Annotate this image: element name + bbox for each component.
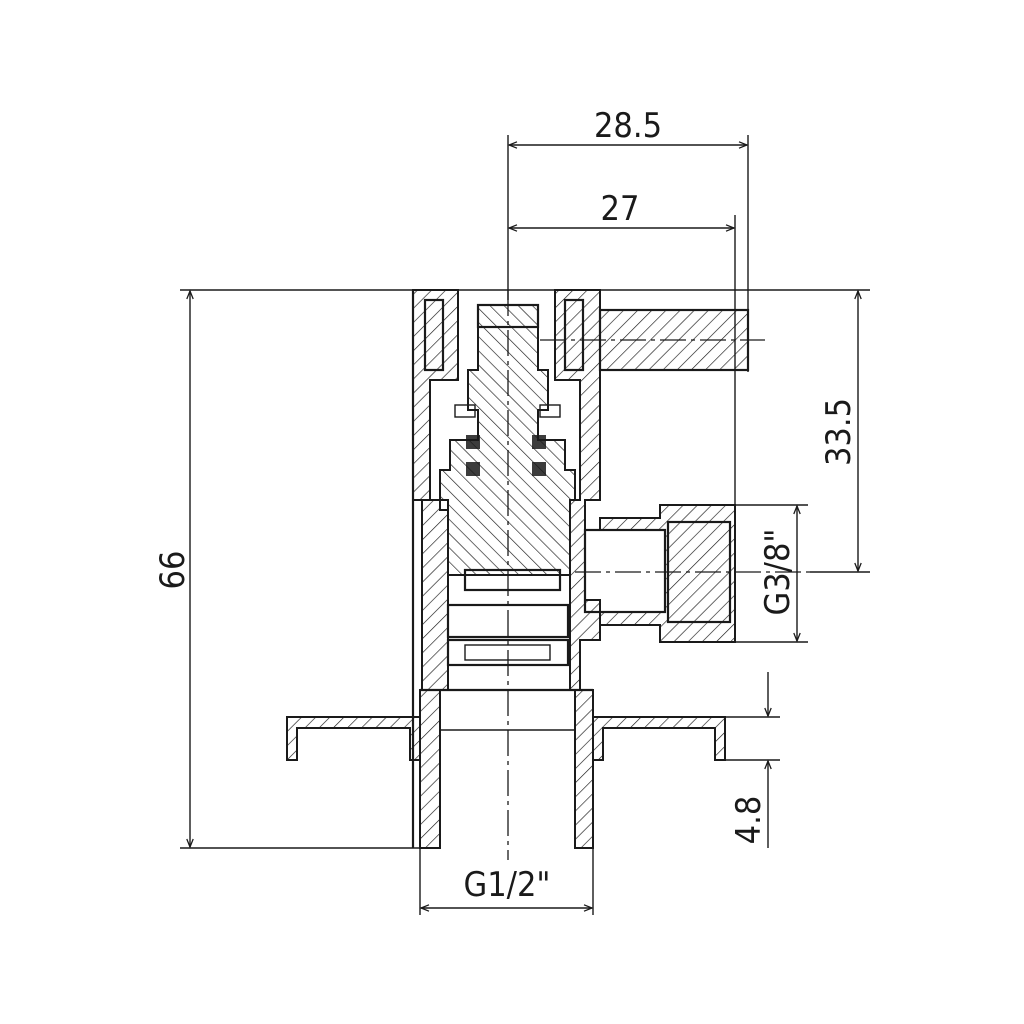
dim-label-66: 66 xyxy=(153,551,193,590)
dim-label-27: 27 xyxy=(601,189,640,229)
dim-label-4-8: 4.8 xyxy=(729,796,769,845)
valve-stem xyxy=(439,303,576,576)
dim-label-g1-2: G1/2" xyxy=(464,865,551,905)
outlet-connector xyxy=(583,504,736,643)
dim-label-28-5: 28.5 xyxy=(594,106,662,146)
dim-label-33-5: 33.5 xyxy=(819,398,859,466)
dimension-lines xyxy=(186,141,862,912)
ceramic-disc xyxy=(463,568,562,592)
escutcheon-flange xyxy=(286,716,726,761)
valve-body xyxy=(411,289,601,849)
